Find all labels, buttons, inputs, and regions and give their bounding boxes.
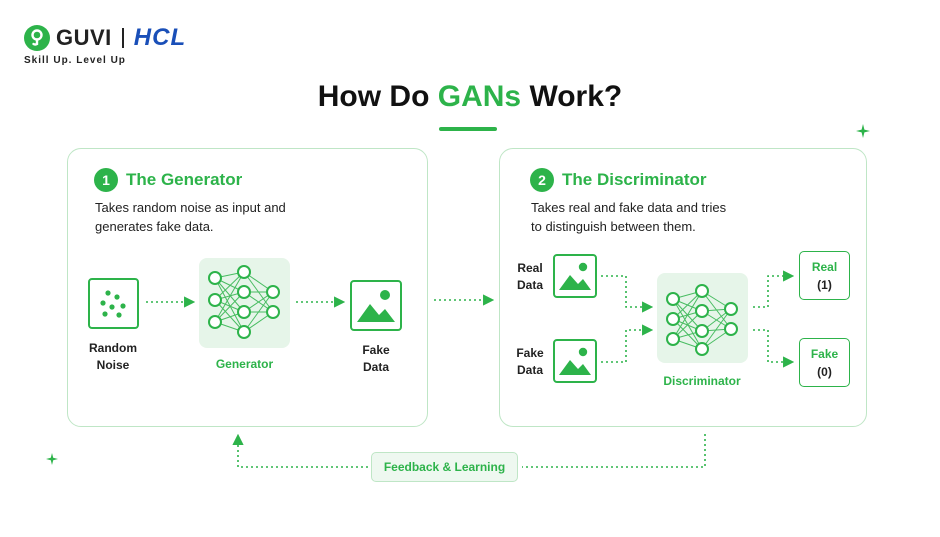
random-noise-label-line2: Noise [96, 358, 130, 372]
fake-input-label-line2: Data [516, 363, 543, 377]
fake-data-image-icon [350, 280, 402, 331]
output-fake-title: Fake [810, 346, 839, 361]
generator-description: Takes random noise as input and generate… [95, 198, 415, 236]
output-fake-value: (0) [817, 364, 832, 379]
sparkle-icon-small [46, 453, 58, 465]
output-fake-box: Fake (0) [799, 338, 850, 387]
output-real-value: (1) [817, 277, 832, 292]
title-prefix: How Do [317, 80, 438, 113]
sparkle-icon [856, 124, 870, 138]
discriminator-description-line1: Takes real and fake data and tries [531, 200, 727, 215]
generator-heading: The Generator [126, 170, 243, 189]
discriminator-description-line2: to distinguish between them. [531, 219, 696, 234]
title-underline [439, 127, 497, 131]
brand-logo: GUVI HCL [24, 24, 186, 52]
real-data-image-icon [553, 254, 597, 298]
generator-network-icon [199, 258, 290, 348]
brand-tagline: Skill Up. Level Up [24, 55, 126, 66]
feedback-learning-box: Feedback & Learning [371, 452, 518, 482]
random-noise-icon [88, 278, 139, 329]
real-data-label-line2: Data [516, 278, 543, 292]
fake-data-label: Fake Data [341, 342, 411, 376]
discriminator-network-icon [657, 273, 748, 363]
page-title: How Do GANs Work? [0, 80, 940, 114]
real-data-label: Real Data [506, 260, 554, 294]
discriminator-step-number: 2 [530, 168, 554, 192]
title-accent: GANs [437, 80, 522, 113]
guvi-logo-icon [24, 25, 50, 51]
fake-input-label-line1: Fake [516, 346, 544, 360]
discriminator-network-label: Discriminator [663, 374, 741, 388]
fake-data-label-line1: Fake [362, 343, 390, 357]
fake-data-label-line2: Data [362, 360, 389, 374]
random-noise-label: Random Noise [78, 340, 148, 374]
discriminator-description: Takes real and fake data and tries to di… [531, 198, 851, 236]
random-noise-label-line1: Random [89, 341, 137, 355]
generator-description-line2: generates fake data. [95, 219, 214, 234]
real-data-label-line1: Real [517, 261, 543, 275]
hcl-logo-text: HCL [133, 24, 187, 51]
generator-step-number: 1 [94, 168, 118, 192]
fake-input-label: Fake Data [506, 345, 554, 379]
generator-network-label: Generator [215, 357, 274, 371]
fake-input-image-icon [553, 339, 597, 383]
guvi-logo-text: GUVI [56, 25, 112, 50]
generator-description-line1: Takes random noise as input and [95, 200, 286, 215]
output-real-box: Real (1) [799, 251, 850, 300]
output-real-title: Real [811, 259, 838, 274]
discriminator-heading: The Discriminator [562, 170, 707, 189]
logo-divider [121, 28, 124, 48]
title-suffix: Work? [521, 80, 623, 113]
